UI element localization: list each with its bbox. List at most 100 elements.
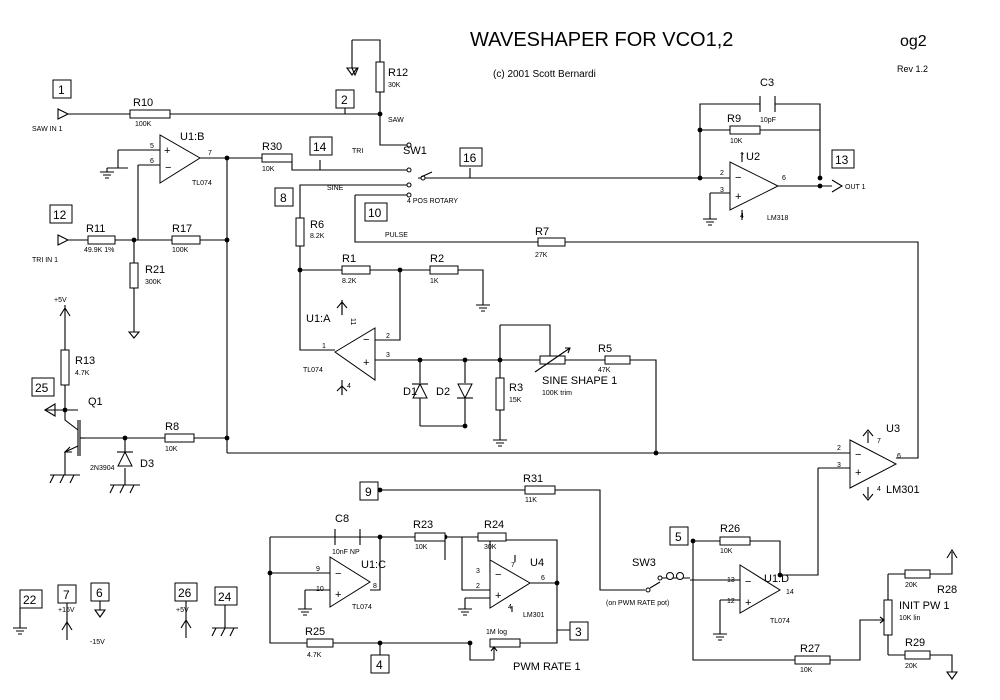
svg-text:R26: R26 xyxy=(720,523,740,535)
svg-text:+: + xyxy=(855,467,861,479)
switch-sw1: SW1 4 POS ROTARY xyxy=(403,142,458,205)
svg-text:1M log: 1M log xyxy=(486,629,507,636)
svg-text:10K: 10K xyxy=(720,548,733,555)
switch-sw3: SW3 (on PWM RATE pot) xyxy=(606,557,684,607)
diode-d1: D1 xyxy=(403,382,428,399)
svg-text:(on PWM RATE pot): (on PWM RATE pot) xyxy=(606,600,669,607)
svg-text:20K: 20K xyxy=(905,582,918,589)
svg-text:R31: R31 xyxy=(523,473,543,485)
resistor-r9: R9 10K xyxy=(727,113,761,145)
resistor-r2: R2 1K xyxy=(429,253,459,285)
svg-text:OUT 1: OUT 1 xyxy=(845,184,866,191)
resistor-r23: R23 10K xyxy=(413,519,446,551)
svg-text:SW1: SW1 xyxy=(403,145,427,157)
node-16: 16 xyxy=(459,147,483,167)
svg-text:6: 6 xyxy=(96,586,103,600)
transistor-q1: Q1 2N3904 xyxy=(63,396,115,472)
svg-text:3: 3 xyxy=(476,568,480,575)
svg-text:R2: R2 xyxy=(430,253,444,265)
svg-text:R29: R29 xyxy=(905,637,925,649)
svg-text:47K: 47K xyxy=(598,367,611,374)
svg-text:+5V: +5V xyxy=(176,607,189,614)
svg-text:U1:A: U1:A xyxy=(306,313,331,325)
diode-d2: D2 xyxy=(436,383,473,400)
svg-text:10K: 10K xyxy=(165,446,178,453)
svg-text:16: 16 xyxy=(463,151,477,165)
svg-text:+: + xyxy=(335,589,341,601)
svg-text:+5V: +5V xyxy=(54,297,67,304)
svg-text:R12: R12 xyxy=(388,67,408,79)
svg-text:PULSE: PULSE xyxy=(385,232,408,239)
node-6: 6 xyxy=(90,582,110,602)
svg-text:3: 3 xyxy=(837,462,841,469)
svg-text:9: 9 xyxy=(365,485,372,499)
svg-text:20K: 20K xyxy=(905,663,918,670)
svg-text:22: 22 xyxy=(23,593,37,607)
svg-text:3: 3 xyxy=(720,187,724,194)
svg-text:+: + xyxy=(735,191,741,203)
svg-text:SAW: SAW xyxy=(388,117,404,124)
svg-text:4: 4 xyxy=(877,486,881,493)
svg-text:3: 3 xyxy=(575,625,582,639)
resistor-r17: R17 100K xyxy=(171,223,201,254)
svg-text:8: 8 xyxy=(280,191,287,205)
svg-text:30K: 30K xyxy=(484,544,497,551)
resistor-r10: R10 100K xyxy=(129,97,171,128)
capacitor-c8: C8 10nF NP xyxy=(332,513,361,556)
opamp-u1c: − + U1:C TL074 9 10 8 xyxy=(316,556,386,611)
diode-d3: D3 xyxy=(117,448,154,470)
svg-text:LM301: LM301 xyxy=(523,612,545,619)
svg-text:−: − xyxy=(495,569,501,581)
svg-text:4.7K: 4.7K xyxy=(75,370,90,377)
svg-text:U2: U2 xyxy=(746,151,760,163)
resistor-r6: R6 8.2K xyxy=(295,217,325,247)
resistor-r29: R29 20K xyxy=(904,637,931,670)
svg-text:15K: 15K xyxy=(509,397,522,404)
svg-text:6: 6 xyxy=(150,158,154,165)
potentiometer-init-pw: INIT PW 1 10K lin xyxy=(877,599,950,636)
svg-text:R30: R30 xyxy=(262,141,282,153)
svg-text:10K lin: 10K lin xyxy=(899,615,921,622)
svg-text:5: 5 xyxy=(150,143,154,150)
svg-text:D3: D3 xyxy=(140,458,154,470)
svg-text:4: 4 xyxy=(347,383,351,390)
svg-text:D1: D1 xyxy=(403,386,417,398)
svg-text:R28: R28 xyxy=(937,584,957,596)
svg-text:−: − xyxy=(855,449,861,461)
svg-text:4: 4 xyxy=(376,658,383,672)
svg-text:D2: D2 xyxy=(436,386,450,398)
svg-text:+: + xyxy=(495,590,501,602)
node-5: 5 xyxy=(669,526,689,546)
resistor-r12: R12 30K xyxy=(375,61,408,93)
svg-text:3: 3 xyxy=(386,352,390,359)
svg-text:R23: R23 xyxy=(413,519,433,531)
svg-text:8.2K: 8.2K xyxy=(342,278,357,285)
svg-text:49.9K 1%: 49.9K 1% xyxy=(84,247,114,254)
svg-text:+: + xyxy=(745,597,751,609)
node-10: 10 xyxy=(364,202,388,222)
svg-text:R5: R5 xyxy=(598,343,612,355)
node-2: 2 xyxy=(335,89,355,109)
svg-text:8: 8 xyxy=(373,583,377,590)
resistor-r24: R24 30K xyxy=(477,519,507,551)
schematic-title: WAVESHAPER FOR VCO1,2 xyxy=(470,29,733,51)
svg-text:12: 12 xyxy=(53,208,67,222)
node-25: 25 xyxy=(31,377,55,397)
svg-text:TL074: TL074 xyxy=(770,618,790,625)
svg-text:SAW IN 1: SAW IN 1 xyxy=(32,126,63,133)
svg-text:R11: R11 xyxy=(86,223,105,235)
resistor-r28: 20K R28 xyxy=(904,569,957,596)
svg-text:U1:C: U1:C xyxy=(361,559,386,571)
svg-text:2: 2 xyxy=(837,445,841,452)
node-24: 24 xyxy=(214,586,238,606)
svg-text:13: 13 xyxy=(835,153,849,167)
svg-text:-15V: -15V xyxy=(90,639,105,646)
svg-text:2: 2 xyxy=(386,333,390,340)
svg-text:4.7K: 4.7K xyxy=(307,652,322,659)
svg-text:LM318: LM318 xyxy=(767,215,789,222)
resistor-r27: R27 10K xyxy=(794,643,831,674)
svg-text:TL074: TL074 xyxy=(192,180,212,187)
svg-text:10nF NP: 10nF NP xyxy=(332,549,360,556)
svg-text:R13: R13 xyxy=(75,355,95,367)
